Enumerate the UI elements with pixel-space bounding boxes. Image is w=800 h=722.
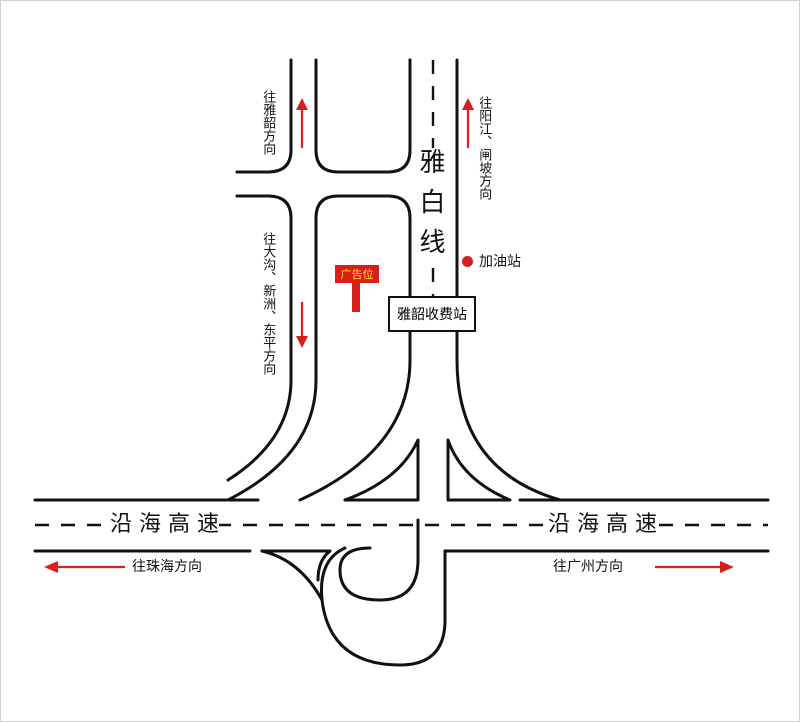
direction-yangjiang-label: 往阳江、闸坡方向 bbox=[476, 96, 492, 200]
left-road-outer-north bbox=[235, 58, 293, 174]
left-road-inner-south-b bbox=[314, 194, 412, 298]
loop-ramp-outer bbox=[319, 546, 447, 667]
gas-station-label: 加油站 bbox=[479, 254, 521, 270]
center-island-west bbox=[343, 438, 420, 502]
ramp-east-outer bbox=[455, 330, 562, 502]
loop-ramp-link-2 bbox=[260, 549, 332, 582]
gas-station-icon bbox=[462, 256, 473, 267]
toll-station-box: 雅韶收费站 bbox=[388, 296, 476, 332]
loop-ramp-inner bbox=[338, 518, 420, 602]
left-ramp-curve bbox=[226, 216, 318, 502]
ad-sign-post bbox=[352, 283, 360, 312]
highway-name-east: 沿 海 高 速 bbox=[548, 512, 657, 537]
main-road-name: 雅白线 bbox=[415, 148, 445, 268]
arrow-up-yangjiang-icon bbox=[462, 98, 474, 148]
ramp-west-outer bbox=[298, 330, 412, 502]
arrow-down-dagou-icon bbox=[296, 302, 308, 348]
direction-guangzhou-label: 往广州方向 bbox=[553, 559, 623, 575]
arrow-left-zhuhai-icon bbox=[44, 561, 125, 573]
arrow-up-yashao-icon bbox=[296, 98, 308, 148]
direction-dagou-label: 往大沟、新洲、东平方向 bbox=[260, 232, 276, 375]
ad-sign-label: 广告位 bbox=[335, 265, 379, 283]
arrow-right-guangzhou-icon bbox=[655, 561, 734, 573]
left-road-outer-south bbox=[226, 194, 293, 482]
direction-zhuhai-label: 往珠海方向 bbox=[132, 559, 202, 575]
loop-ramp-link bbox=[260, 549, 324, 602]
center-island-east bbox=[446, 438, 512, 502]
direction-yashao-label: 往雅韶方向 bbox=[260, 90, 276, 155]
left-road-inner-north bbox=[314, 58, 412, 174]
highway-name-west: 沿 海 高 速 bbox=[110, 512, 219, 537]
